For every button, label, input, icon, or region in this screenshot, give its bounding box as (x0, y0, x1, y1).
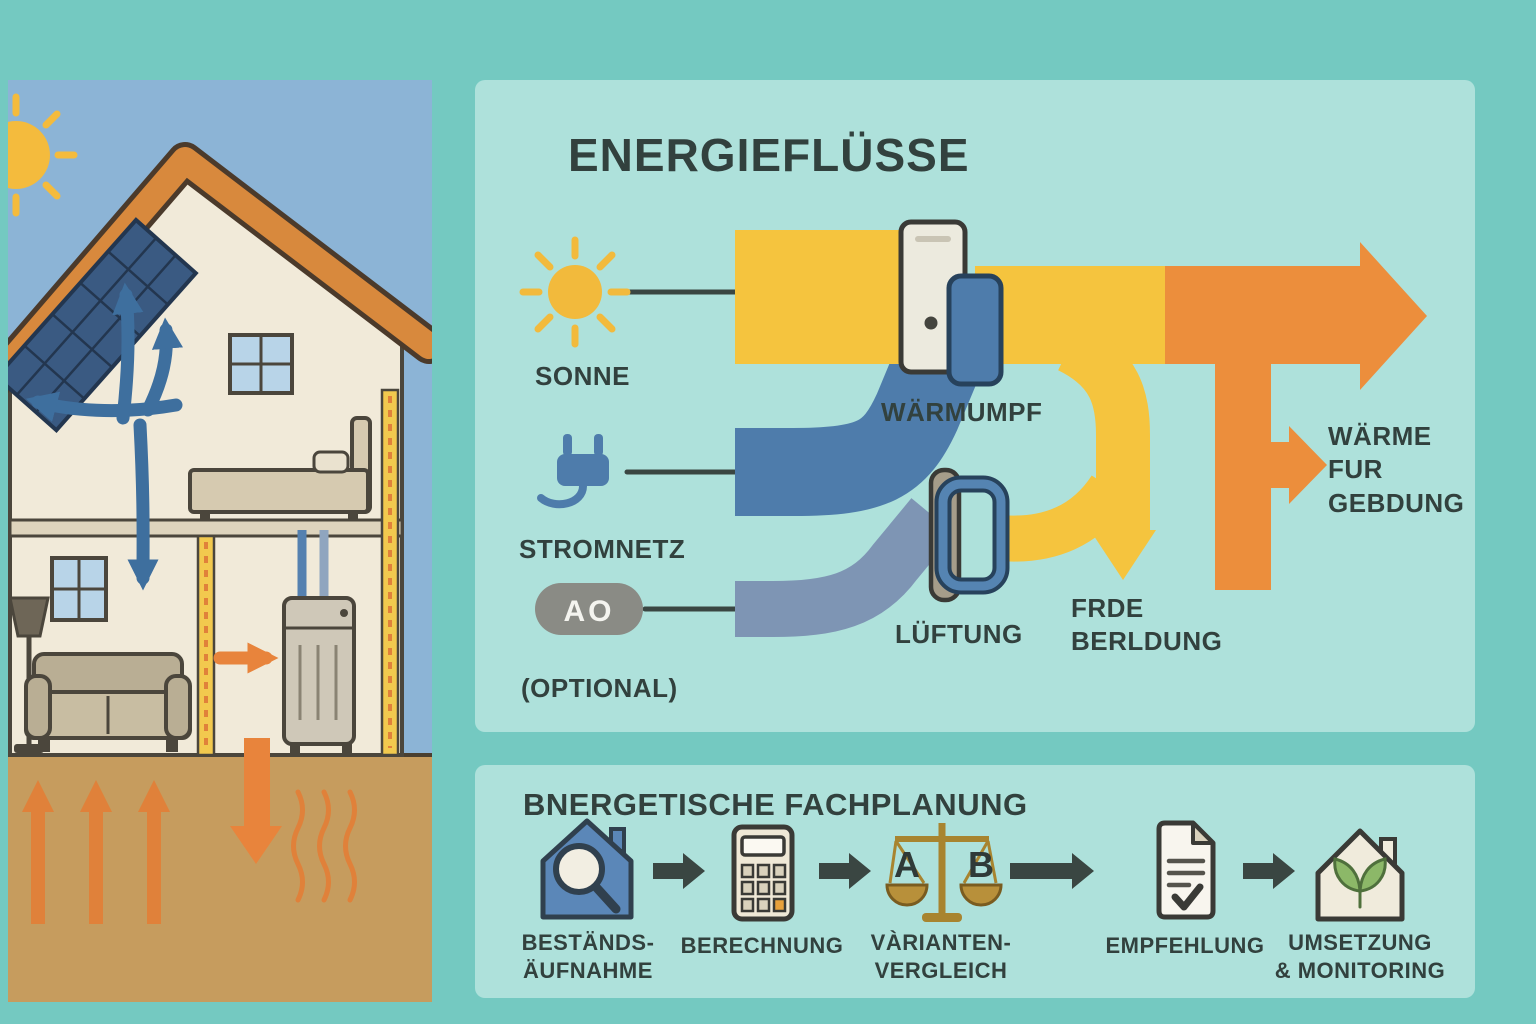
ventilation-unit-icon (928, 467, 1010, 603)
planning-panel: A B (475, 765, 1475, 998)
step-label-umsetzung: UMSETZUNG & MONITORING (1274, 930, 1446, 984)
ao-badge-text: AO (564, 595, 615, 628)
label-optional: (OPTIONAL) (521, 673, 678, 703)
flow-branch-down (1057, 321, 1150, 532)
step-label-bestandsaufnahme: BESTÄNDS- ÄUFNAHME (521, 930, 655, 984)
scale-option-b: B (968, 844, 994, 885)
ground-heat-arrows (22, 780, 170, 924)
label-stromnetz: STROMNETZ (519, 534, 686, 564)
energy-flow-panel: AO ENERGIEFLÜSSE SONNE STROMNETZ (OPTION… (475, 80, 1475, 732)
sun-icon (8, 93, 78, 217)
sofa (24, 652, 192, 752)
plug-icon (537, 434, 609, 509)
flow-orange (1165, 242, 1427, 590)
step-arrow-icon (1010, 853, 1094, 889)
step-arrow-icon (819, 853, 871, 889)
step-arrow-icon (653, 853, 705, 889)
energy-flow-diagram: AO (519, 219, 1427, 637)
ao-badge: AO (535, 583, 643, 635)
flow-down-arrowhead (1090, 530, 1156, 580)
energy-title: ENERGIEFLÜSSE (568, 129, 970, 181)
house-illustration (8, 80, 432, 1002)
step-label-empfehlung: EMPFEHLUNG (1105, 933, 1265, 958)
label-erdbeladung: FRDE BERLDUNG (1071, 593, 1223, 657)
document-check-icon (1156, 820, 1216, 920)
heat-arrow-to-ground (230, 738, 282, 864)
ground (8, 755, 432, 1002)
air-flow-arrows (25, 282, 184, 591)
balance-scale-icon: A B (885, 823, 1003, 922)
flow-ao (735, 498, 955, 637)
flow-orange-band (1165, 266, 1360, 364)
air-arrow-up (112, 282, 144, 425)
step-label-berechnung: BERECHNUNG (680, 933, 844, 958)
label-sonne: SONNE (535, 361, 630, 391)
air-arrow-down (127, 418, 159, 591)
house-illustration-svg (8, 80, 432, 1002)
flow-stromnetz (735, 347, 978, 516)
calculator-icon (731, 824, 795, 922)
house-leaf-icon (1315, 828, 1405, 922)
planning-title: BNERGETISCHE FACHPLANUNG (523, 787, 1028, 822)
step-label-variantenvergleich: VÀRIANTEN- VERGLEICH (870, 930, 1012, 984)
label-waerme-gebaeude: WÄRME FUR GEBDUNG (1328, 421, 1465, 518)
flow-sonne (735, 230, 905, 364)
ground-heat-waves (291, 789, 357, 903)
flow-right-arrowhead (1360, 242, 1427, 390)
air-arrow-left (25, 391, 183, 422)
lower-window (50, 556, 108, 622)
sun-icon (519, 236, 631, 348)
flow-orange-mini-arrow (1271, 426, 1327, 504)
insulation-strips (196, 388, 400, 757)
label-waermepumpe: WÄRMUMPF (881, 397, 1043, 427)
house-search-icon (540, 818, 634, 920)
attic-window (228, 333, 294, 395)
flow-orange-branch (1215, 350, 1271, 590)
heat-pump-unit-icon (898, 219, 1004, 387)
floor-slab (8, 518, 404, 538)
step-arrow-icon (1243, 853, 1295, 889)
scale-option-a: A (894, 844, 920, 885)
planning-process-icons: A B (540, 818, 1405, 922)
heat-pump-unit (282, 530, 356, 754)
air-arrow-up-right (141, 317, 184, 417)
label-lueftung: LÜFTUNG (895, 619, 1023, 649)
connector-lines (614, 289, 740, 612)
flow-yellow (735, 230, 1167, 580)
